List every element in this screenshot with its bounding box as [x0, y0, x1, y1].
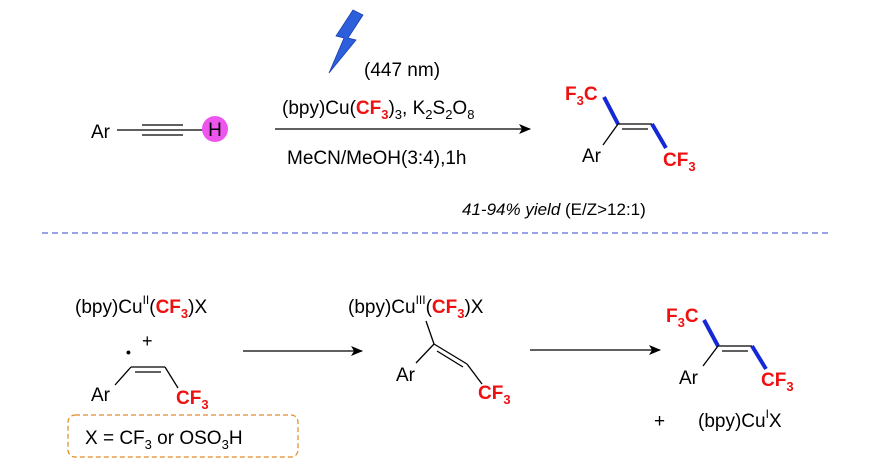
cu3-double-bond-main	[433, 343, 468, 365]
cu3-c-bond	[425, 320, 435, 345]
final-cf3-bond-blue	[750, 344, 768, 371]
cf3-bond-blue	[650, 122, 668, 150]
radical-plus: +	[142, 331, 153, 351]
top-reaction: Ar H (447 nm) (bpy)Cu(CF3)3, K2S2O8 MeCN…	[91, 9, 696, 219]
radical-ar-label: Ar	[91, 385, 111, 406]
final-cf3-label: CF3	[761, 370, 794, 394]
vinyl-radical-cation: • + Ar CF3	[91, 331, 209, 412]
cu3-cf3-label: CF3	[478, 383, 511, 407]
final-ar-bond	[702, 345, 719, 367]
reagent-line: (bpy)Cu(CF3)3, K2S2O8	[282, 98, 474, 122]
f3c-bond-blue	[602, 96, 620, 125]
reactant-h-label: H	[208, 120, 222, 141]
product-f3c-label: F3C	[565, 84, 598, 108]
plus-sign: +	[654, 411, 665, 432]
h-highlight-circle	[202, 116, 228, 142]
cu1-complex: (bpy)CuIX	[698, 407, 782, 432]
light-wavelength: (447 nm)	[364, 60, 440, 81]
radical-cf3-bond	[164, 366, 179, 389]
yield-text: 41-94% yield (E/Z>12:1)	[462, 200, 646, 219]
x-definition-text: X = CF3 or OSO3H	[85, 428, 243, 452]
radical-ar-bond	[114, 366, 132, 386]
cu3-cf3-bond	[466, 363, 483, 385]
mechanism: (bpy)CuII(CF3)X • + Ar CF3 X = CF3 or OS…	[67, 293, 794, 458]
product-ar-label: Ar	[582, 146, 602, 167]
radical-dot: •	[126, 344, 131, 360]
cu3-ar-bond	[415, 343, 435, 364]
lightning-bolt-icon	[328, 9, 364, 74]
reactant-ar-label: Ar	[91, 122, 111, 143]
cu3-ar-label: Ar	[396, 365, 416, 386]
ar-bond	[602, 123, 619, 146]
x-definition-box	[67, 414, 299, 458]
cu3-double-bond-inner	[436, 350, 464, 368]
alkyne-reactant: Ar H	[91, 116, 228, 143]
cu3-intermediate: (bpy)CuIII(CF3)X Ar CF3	[348, 293, 511, 407]
product-cf3-label: CF3	[663, 150, 696, 174]
final-f3c-label: F3C	[666, 306, 699, 330]
solvent-conditions: MeCN/MeOH(3:4),1h	[287, 148, 467, 169]
final-ar-label: Ar	[679, 368, 699, 389]
final-product: F3C Ar CF3	[666, 306, 794, 394]
cu3-complex: (bpy)CuIII(CF3)X	[348, 293, 484, 321]
top-product: F3C Ar CF3	[565, 84, 696, 174]
radical-cf3-label: CF3	[176, 388, 209, 412]
final-f3c-bond-blue	[702, 319, 720, 347]
cu2-complex: (bpy)CuII(CF3)X	[75, 293, 207, 321]
